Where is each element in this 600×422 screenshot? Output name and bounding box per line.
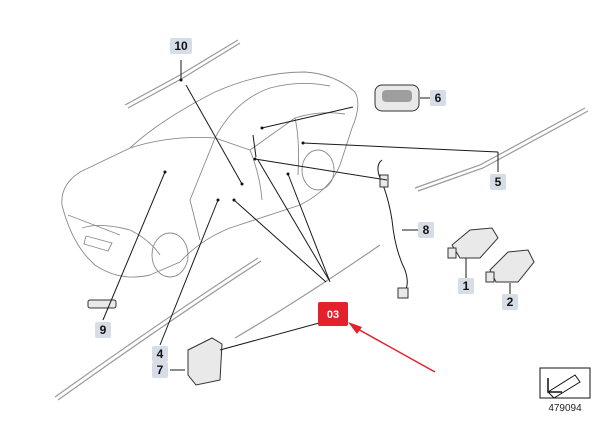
diagram-number: 479094: [548, 403, 582, 414]
trim-strip-03: [234, 244, 381, 339]
svg-text:2: 2: [507, 295, 514, 309]
part-1-sensor: [447, 227, 499, 259]
red-pointer-arrow-icon: [348, 322, 436, 373]
svg-text:03: 03: [327, 309, 339, 321]
svg-text:10: 10: [174, 39, 188, 53]
leader-lines: [102, 60, 511, 371]
car-outline-icon: [61, 71, 359, 278]
callout-5: 5: [490, 174, 506, 190]
part-9-clip: [87, 299, 117, 309]
svg-text:4: 4: [157, 347, 164, 361]
callout-2: 2: [502, 294, 518, 310]
nav-arrow-icon: [539, 367, 591, 399]
trim-strip-10: [124, 39, 241, 109]
trim-strip-4: [54, 257, 262, 401]
svg-text:6: 6: [435, 91, 442, 105]
svg-text:8: 8: [423, 223, 430, 237]
callout-7: 7: [152, 362, 168, 378]
callout-10: 10: [170, 38, 192, 54]
callout-8: 8: [418, 222, 434, 238]
callout-03-highlight[interactable]: 03: [318, 302, 348, 326]
part-2-sensor: [485, 249, 535, 283]
svg-text:5: 5: [495, 175, 502, 189]
svg-text:9: 9: [100, 323, 107, 337]
svg-text:1: 1: [463, 279, 470, 293]
part-8-cable: [377, 159, 409, 299]
trim-strip-5: [414, 107, 589, 192]
callout-4: 4: [152, 346, 168, 362]
callout-6: 6: [430, 90, 446, 106]
svg-text:7: 7: [157, 363, 164, 377]
callout-9: 9: [95, 322, 111, 338]
callout-1: 1: [458, 278, 474, 294]
part-6-handle: [374, 84, 420, 112]
part-7-module: [187, 319, 331, 386]
